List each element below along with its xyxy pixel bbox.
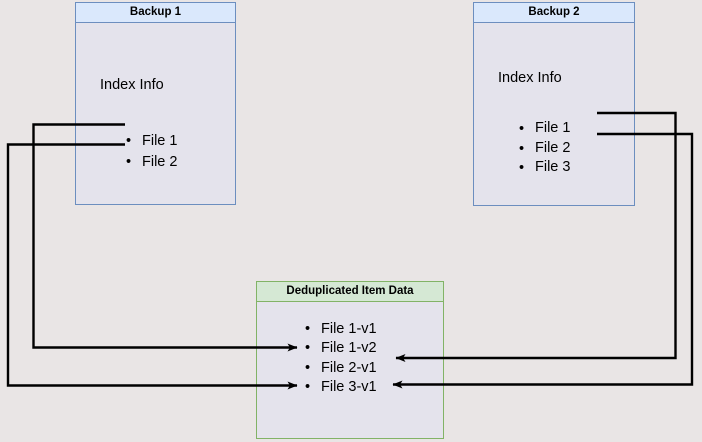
- backup1-file-list: File 1 File 2: [126, 131, 177, 172]
- list-item[interactable]: File 1: [126, 131, 177, 152]
- list-item[interactable]: File 1-v2: [305, 339, 377, 359]
- backup2-header: Backup 2: [474, 3, 634, 23]
- list-item[interactable]: File 2: [519, 139, 570, 159]
- backup1-body: Index Info File 1 File 2: [76, 23, 235, 204]
- dedup-body: File 1-v1 File 1-v2 File 2-v1 File 3-v1: [257, 302, 443, 438]
- backup1-index-label: Index Info: [100, 77, 164, 93]
- backup1-header: Backup 1: [76, 3, 235, 23]
- backup2-box[interactable]: Backup 2 Index Info File 1 File 2 File 3: [473, 2, 635, 206]
- dedup-item-list: File 1-v1 File 1-v2 File 2-v1 File 3-v1: [305, 320, 377, 398]
- list-item[interactable]: File 2: [126, 152, 177, 173]
- dedup-box[interactable]: Deduplicated Item Data File 1-v1 File 1-…: [256, 281, 444, 439]
- backup2-file-list: File 1 File 2 File 3: [519, 119, 570, 178]
- list-item[interactable]: File 1-v1: [305, 320, 377, 340]
- list-item[interactable]: File 3-v1: [305, 378, 377, 398]
- backup2-index-label: Index Info: [498, 70, 562, 86]
- backup2-body: Index Info File 1 File 2 File 3: [474, 23, 634, 205]
- list-item[interactable]: File 3: [519, 158, 570, 178]
- list-item[interactable]: File 2-v1: [305, 359, 377, 379]
- dedup-header: Deduplicated Item Data: [257, 282, 443, 302]
- backup1-box[interactable]: Backup 1 Index Info File 1 File 2: [75, 2, 236, 205]
- list-item[interactable]: File 1: [519, 119, 570, 139]
